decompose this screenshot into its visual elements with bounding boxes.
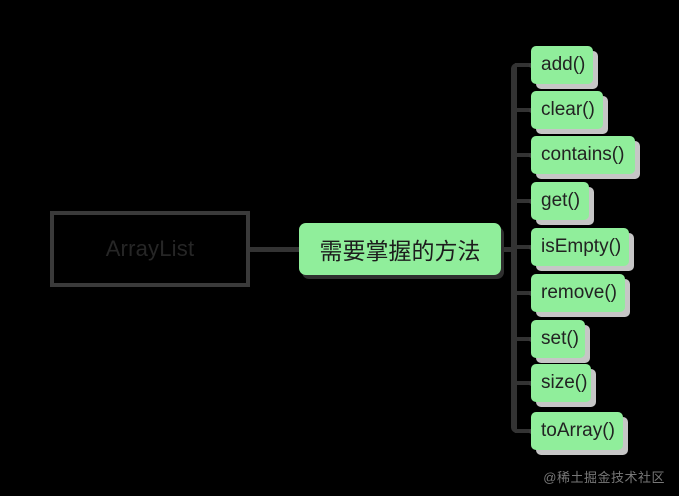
connector-stub-size (515, 381, 533, 385)
watermark: @稀土掘金技术社区 (543, 470, 665, 485)
leaf-node-label: size() (541, 372, 588, 393)
leaf-node-remove[interactable]: remove() (531, 274, 625, 312)
leaf-node-label: add() (541, 54, 586, 75)
connector-stub-remove (515, 291, 533, 295)
leaf-node-toarray[interactable]: toArray() (531, 412, 623, 450)
leaf-node-label: toArray() (541, 420, 615, 441)
connector-stub-clear (515, 108, 533, 112)
leaf-node-contains[interactable]: contains() (531, 136, 635, 174)
connector-stub-contains (515, 153, 533, 157)
leaf-node-label: clear() (541, 99, 595, 120)
branch-node-methods[interactable]: 需要掌握的方法 (299, 223, 501, 275)
leaf-node-size[interactable]: size() (531, 364, 591, 402)
leaf-node-get[interactable]: get() (531, 182, 589, 220)
leaf-node-set[interactable]: set() (531, 320, 585, 358)
leaf-node-label: set() (541, 328, 579, 349)
connector-branch-to-trunk (501, 247, 517, 252)
leaf-node-clear[interactable]: clear() (531, 91, 603, 129)
leaf-node-isempty[interactable]: isEmpty() (531, 228, 629, 266)
branch-node-label: 需要掌握的方法 (319, 238, 481, 264)
leaf-node-label: contains() (541, 144, 625, 165)
leaf-node-add[interactable]: add() (531, 46, 593, 84)
connector-stub-add (515, 63, 533, 67)
leaf-node-label: isEmpty() (541, 236, 622, 257)
connector-trunk (511, 63, 517, 433)
connector-stub-set (515, 337, 533, 341)
connector-stub-get (515, 199, 533, 203)
connector-stub-toarray (515, 429, 533, 433)
root-node-label: ArrayList (105, 236, 195, 261)
connector-stub-isempty (515, 245, 533, 249)
leaf-node-label: get() (541, 190, 581, 211)
connector-root-to-branch (250, 247, 300, 252)
root-node[interactable]: ArrayList (50, 211, 250, 287)
leaf-node-label: remove() (541, 282, 618, 303)
